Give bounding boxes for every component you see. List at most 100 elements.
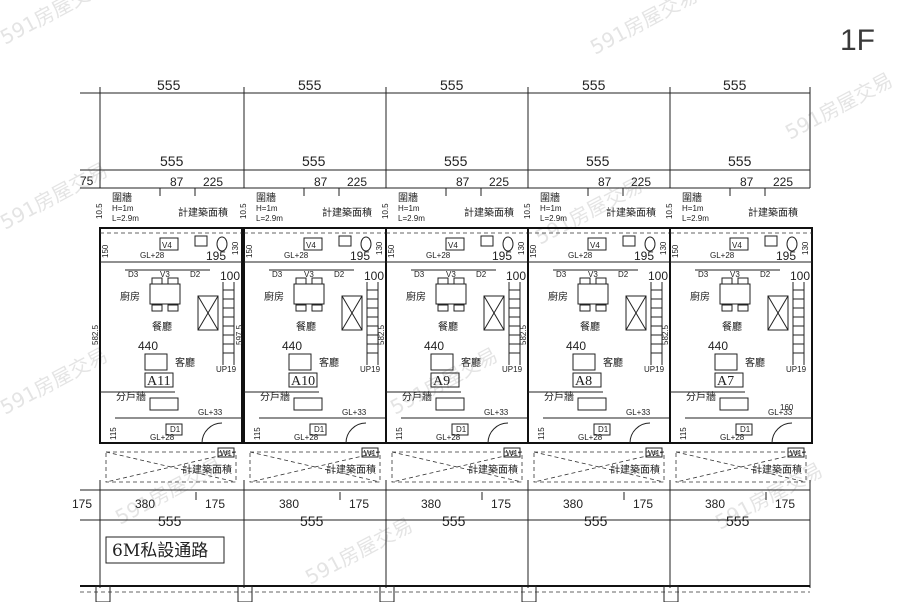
v3-label: V3	[588, 270, 598, 279]
toilet-icon	[360, 236, 372, 252]
door-swing	[629, 422, 651, 444]
v4-label: V4	[306, 241, 316, 250]
up-label: UP19	[216, 365, 237, 374]
carport-area	[675, 451, 807, 483]
watermark: 591房屋交易	[781, 68, 897, 145]
d2-label: D2	[334, 270, 345, 279]
dining-label: 餐廳	[580, 320, 600, 333]
v3-label: V3	[160, 270, 170, 279]
carport-diagonal	[675, 451, 807, 483]
kitchen-label: 廚房	[548, 290, 568, 303]
mid-dim-1: 555	[160, 153, 184, 169]
kitchen-label: 廚房	[406, 290, 426, 303]
dim-380: 380	[563, 497, 583, 511]
dim-150: 150	[671, 244, 680, 258]
stair-icon	[197, 295, 219, 331]
kitchen-label: 廚房	[690, 290, 710, 303]
area-calc-bottom: 計建築面積	[752, 463, 802, 476]
chair-icon	[437, 304, 449, 312]
top-dim-1: 555	[157, 77, 181, 93]
v4-label: V4	[448, 241, 458, 250]
tv-cabinet	[288, 353, 312, 371]
unit-name: A7	[717, 374, 734, 389]
bottom-dim-4: 555	[584, 513, 608, 529]
gl28-label: GL+28	[150, 433, 175, 442]
dining-label: 餐廳	[438, 320, 458, 333]
stair-icon	[341, 295, 363, 331]
dim-150: 150	[245, 244, 254, 258]
sofa-icon	[149, 397, 179, 411]
living-label: 客廳	[175, 356, 195, 369]
gl33-label: GL+33	[198, 408, 223, 417]
tv-cabinet	[572, 353, 596, 371]
tv-cabinet	[430, 353, 454, 371]
d1-label: D1	[598, 425, 609, 434]
chair-icon	[579, 304, 591, 312]
toilet-icon	[216, 236, 228, 252]
dim-225: 225	[631, 175, 651, 189]
d1-label: D1	[456, 425, 467, 434]
top-dim-4: 555	[582, 77, 606, 93]
bottom-dimension-chain: 175 555 555 555 555 555	[72, 480, 811, 588]
d1-label: D1	[740, 425, 751, 434]
gl28-label: GL+28	[578, 433, 603, 442]
dim-225: 225	[347, 175, 367, 189]
chair-icon	[311, 304, 323, 312]
dim-175: 175	[775, 497, 795, 511]
w1-label: W1	[648, 449, 661, 458]
d3-label: D3	[128, 270, 139, 279]
dim-100: 100	[506, 269, 526, 283]
gl-label: GL+28	[284, 251, 309, 260]
door-swing	[201, 422, 223, 444]
gl33-label: GL+33	[626, 408, 651, 417]
dim-195: 195	[492, 249, 512, 263]
living-label: 客廳	[603, 356, 623, 369]
area-calc-bottom: 計建築面積	[468, 463, 518, 476]
bottom-dim-5: 555	[726, 513, 750, 529]
dim-115: 115	[109, 427, 118, 440]
gl-label: GL+28	[140, 251, 165, 260]
chair-icon	[737, 277, 749, 285]
fence-length: L=2.9m	[540, 214, 567, 223]
door-swing	[345, 422, 367, 444]
v4-window	[587, 237, 607, 251]
stair-icon	[625, 295, 647, 331]
fence-length: L=2.9m	[256, 214, 283, 223]
v4-window	[303, 237, 323, 251]
wall-dim: 10.5	[523, 203, 532, 219]
dim-440: 440	[424, 339, 444, 353]
unit-depth: 582.5	[91, 324, 100, 345]
top-dimension-chain: 555 555 555 555 555 555 555 555 555 555 …	[80, 77, 811, 189]
up-label: UP19	[786, 365, 807, 374]
dim-150: 150	[529, 244, 538, 258]
area-calc-label: 計建築面積	[322, 206, 372, 219]
dim-195: 195	[634, 249, 654, 263]
carport-diagonal	[105, 451, 237, 483]
floor-label: 1F	[840, 24, 875, 57]
dim-440: 440	[566, 339, 586, 353]
gl28-label: GL+28	[436, 433, 461, 442]
d3-label: D3	[698, 270, 709, 279]
unit-name-box	[572, 372, 602, 388]
party-wall-label: 分戶牆	[116, 390, 146, 403]
dim-195: 195	[206, 249, 226, 263]
fence-length: L=2.9m	[398, 214, 425, 223]
dim-150: 150	[101, 244, 110, 258]
road-label: 6M私設通路	[112, 541, 208, 561]
gl33-label: GL+33	[342, 408, 367, 417]
dim-87: 87	[170, 175, 184, 189]
chair-icon	[595, 304, 607, 312]
top-dim-5: 555	[723, 77, 747, 93]
kitchen-label: 廚房	[264, 290, 284, 303]
gl-label: GL+28	[710, 251, 735, 260]
w1-label: W1	[220, 449, 233, 458]
chair-icon	[151, 304, 163, 312]
v3-label: V3	[304, 270, 314, 279]
sofa-icon	[435, 397, 465, 411]
